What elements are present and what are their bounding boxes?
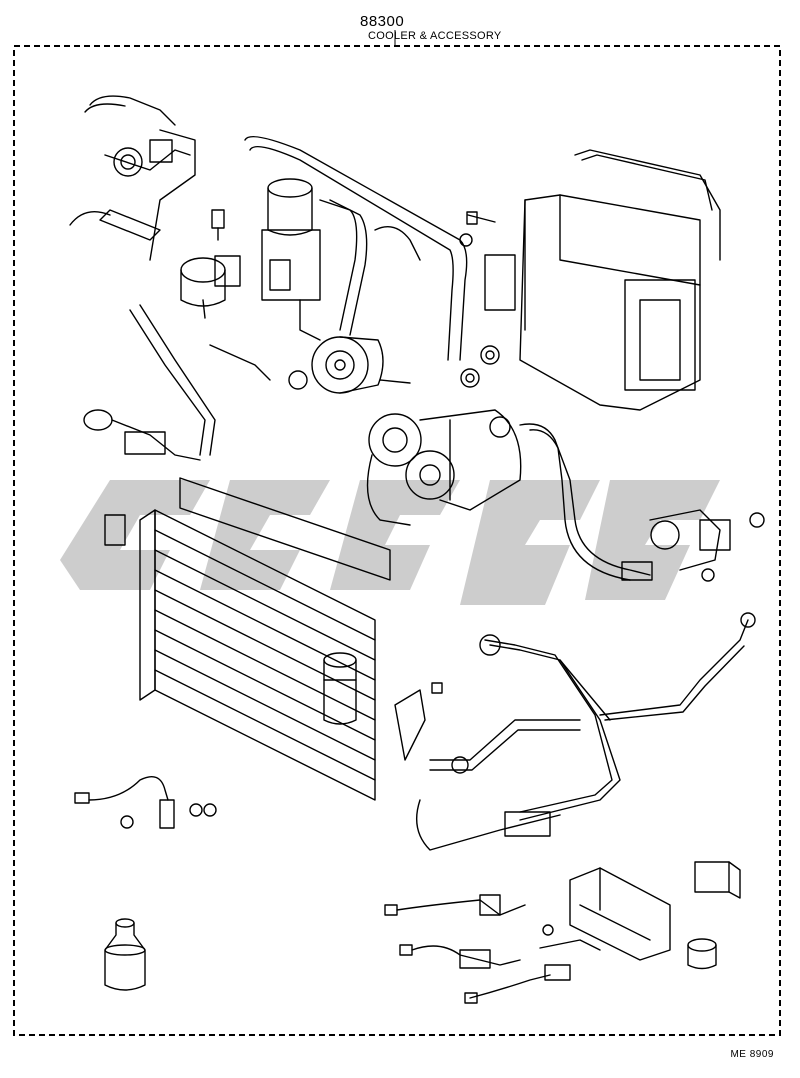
receiver bbox=[323, 652, 357, 725]
receiver-drier-top bbox=[261, 178, 321, 341]
vacuum-valve-assembly bbox=[69, 95, 196, 261]
watermark bbox=[60, 480, 720, 605]
control-panel bbox=[569, 867, 671, 961]
liquid-pipe-left bbox=[129, 304, 308, 456]
vacuum-switching-valve bbox=[649, 509, 765, 582]
wiring-harness bbox=[384, 894, 601, 1004]
refrigerant-can bbox=[104, 918, 146, 991]
diagram-header: 88300 COOLER & ACCESSORY bbox=[360, 13, 580, 43]
diagram-title: COOLER & ACCESSORY bbox=[368, 30, 502, 42]
suction-hoses-top bbox=[244, 136, 468, 361]
watermark-stroke-3 bbox=[330, 480, 460, 590]
pipe-fitting-left bbox=[83, 409, 201, 461]
liquid-pipes-bottom bbox=[416, 612, 756, 851]
condenser bbox=[104, 477, 391, 801]
idler-pulley bbox=[311, 336, 411, 394]
watermark-stroke-4 bbox=[460, 480, 600, 605]
pressure-switch-bottom bbox=[687, 938, 717, 970]
dashed-frame bbox=[13, 45, 781, 1036]
idle-up-actuator bbox=[180, 255, 241, 319]
evaporator-unit bbox=[466, 149, 721, 411]
condenser-bracket bbox=[394, 682, 443, 761]
pressure-switch bbox=[211, 209, 225, 241]
diagram-code: ME 8909 bbox=[730, 1049, 774, 1060]
watermark-stroke-5 bbox=[585, 480, 720, 600]
grommets bbox=[459, 233, 500, 388]
part-number: 88300 bbox=[360, 13, 405, 30]
watermark-stroke-1 bbox=[60, 480, 210, 590]
watermark-stroke-2 bbox=[200, 480, 330, 590]
compressor bbox=[366, 409, 522, 526]
thermistor bbox=[74, 776, 217, 829]
relay bbox=[694, 861, 741, 899]
discharge-hose bbox=[519, 423, 653, 581]
